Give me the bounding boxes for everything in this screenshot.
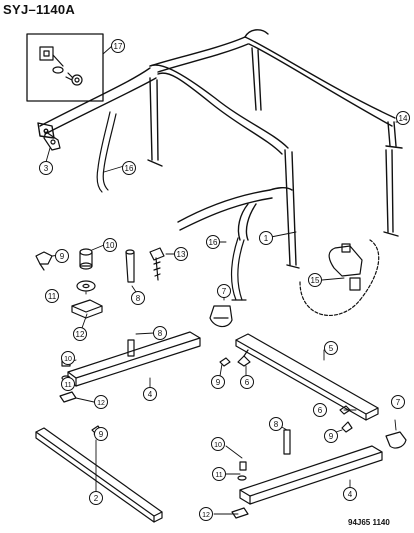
callout-7b: 7 [396,398,401,407]
small-hardware [59,339,407,519]
callout-9b: 9 [216,378,221,387]
bolt-8 [125,249,135,283]
part-16-lower [230,237,247,301]
rail-4-lower [239,445,383,505]
callout-15: 15 [311,276,320,285]
callout-11b: 11 [64,382,71,389]
callout-4b: 4 [348,490,353,499]
callout-17: 17 [114,42,123,51]
callout-13: 13 [177,250,186,259]
callout-4a: 4 [148,390,153,399]
callout-9c: 9 [99,430,104,439]
inset-box [26,33,104,102]
callout-12c: 12 [202,512,210,519]
callout-1: 1 [264,234,269,243]
bolt-13 [149,247,165,281]
callout-14: 14 [399,114,408,123]
callout-16b: 16 [209,238,218,247]
callout-11a: 11 [48,292,57,301]
fastener-10 [79,248,93,270]
callout-12b: 12 [97,400,105,407]
diagram-title: SYJ–1140A [3,2,76,17]
washer-11 [76,280,96,292]
callouts: 17 3 16 14 1 16 15 9 10 13 8 11 12 7 8 1… [39,39,410,521]
callout-6a: 6 [245,378,250,387]
part-7-bracket [209,305,233,328]
callout-7a: 7 [222,287,227,296]
roll-bar [37,29,403,269]
callout-12a: 12 [76,330,85,339]
diagram-code: 94J65 1140 [348,518,390,527]
part-16-upper [96,111,117,193]
callout-5: 5 [329,344,334,353]
callout-2: 2 [94,494,99,503]
callout-9d: 9 [329,432,334,441]
callout-10c: 10 [214,442,222,449]
callout-8a: 8 [136,294,141,303]
callout-3: 3 [44,164,49,173]
callout-10a: 10 [106,241,115,250]
callout-10b: 10 [64,356,72,363]
part-3-bracket [43,131,61,151]
fastener-9 [35,251,53,271]
callout-11c: 11 [215,472,222,479]
callout-8b: 8 [158,329,163,338]
callout-6b: 6 [318,406,323,415]
rail-2 [35,427,163,523]
callout-8c: 8 [274,420,279,429]
rail-5 [235,333,379,421]
callout-9a: 9 [60,252,65,261]
callout-16a: 16 [125,164,134,173]
part-15 [299,239,380,316]
